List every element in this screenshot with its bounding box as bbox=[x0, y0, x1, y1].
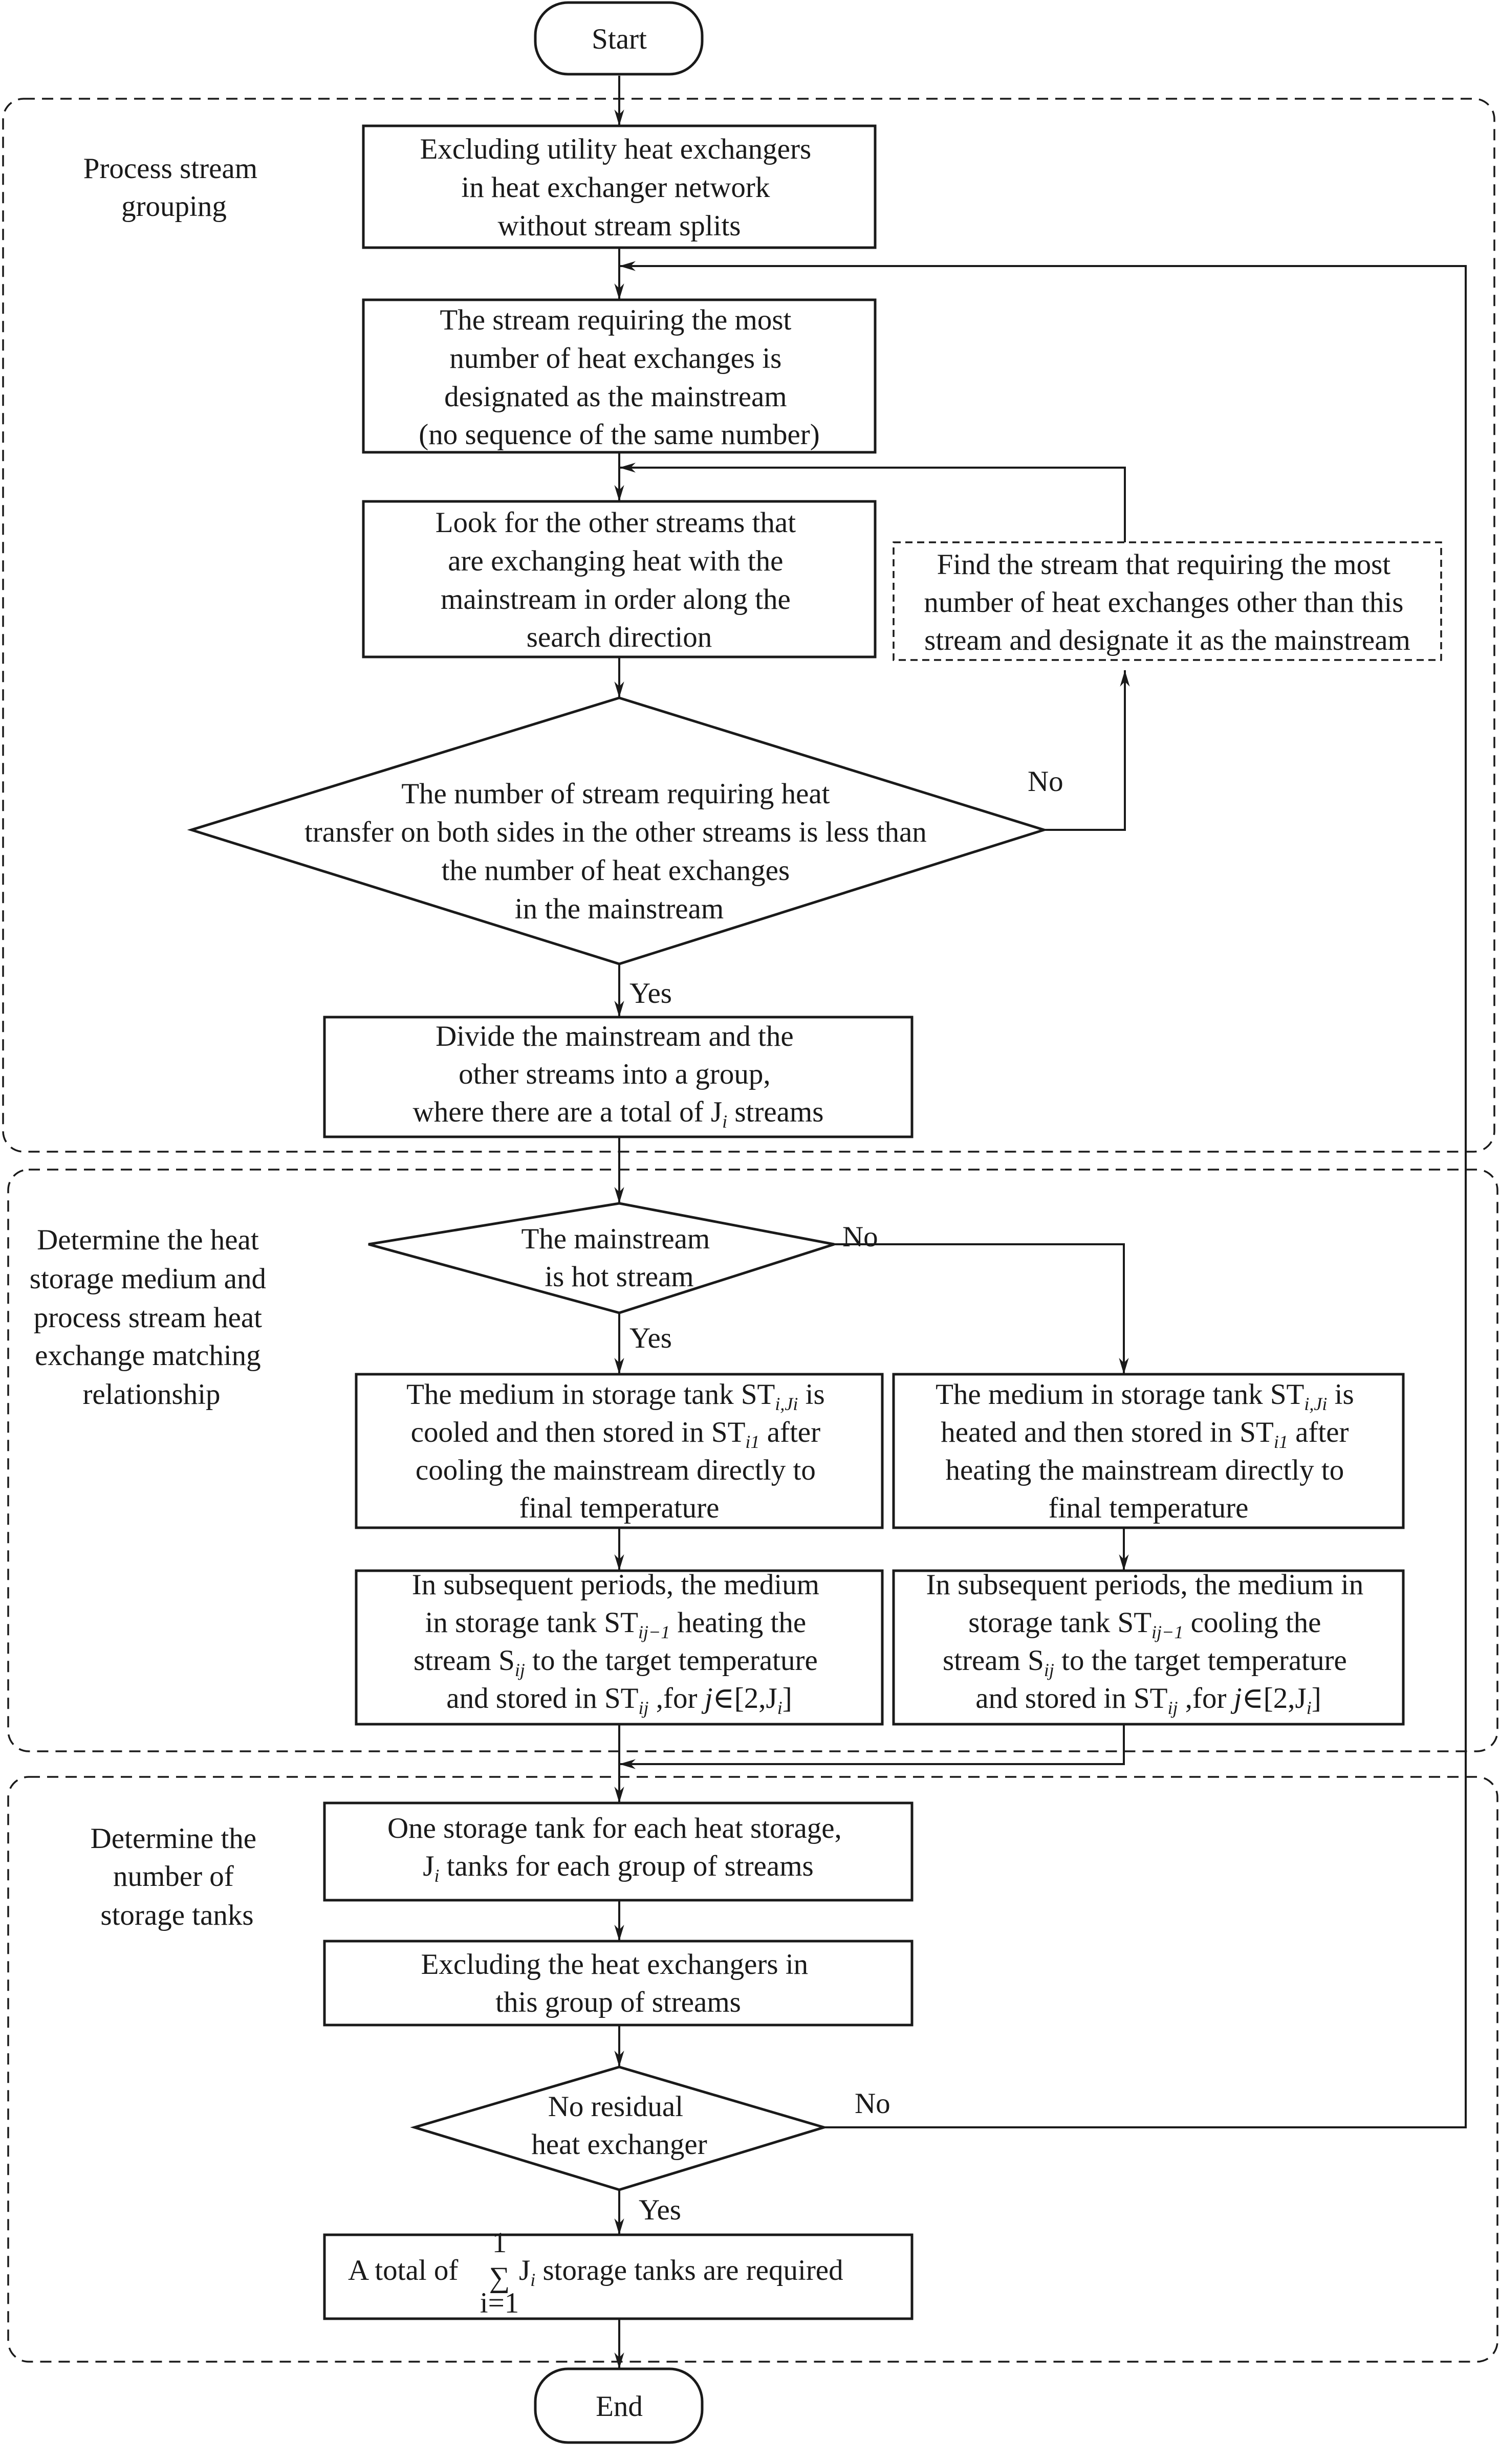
region-process-stream-grouping bbox=[2, 98, 1495, 1153]
label-d1-no: No bbox=[1028, 765, 1063, 798]
svg-text:Find the stream that requiring: Find the stream that requiring the most … bbox=[924, 548, 1410, 656]
label-d3-no: No bbox=[855, 2087, 890, 2120]
region-label-tanks: Determine the number of storage tanks bbox=[91, 1822, 264, 1931]
svg-text:In subsequent periods, the med: In subsequent periods, the medium in sto… bbox=[412, 1569, 827, 1718]
step-subsequent-heating: In subsequent periods, the medium in sto… bbox=[355, 1569, 884, 1726]
edge-d3-loop-to-n2-no bbox=[619, 261, 1467, 2128]
svg-text:∑: ∑ bbox=[489, 2261, 510, 2294]
region-heat-storage-matching bbox=[7, 1169, 1498, 1752]
svg-text:The medium in storage tank STi: The medium in storage tank STi,Ji is coo… bbox=[406, 1378, 832, 1524]
edge-d2-n7-no bbox=[834, 1243, 1129, 1374]
edge-d1-n4-no bbox=[1044, 670, 1130, 831]
decision-no-residual-heat-exchanger: No residual heat exchanger bbox=[410, 2065, 829, 2191]
step-exclude-group-heat-exchangers: Excluding the heat exchangers in this gr… bbox=[323, 1940, 914, 2027]
step-find-next-mainstream: Find the stream that requiring the most … bbox=[893, 541, 1442, 661]
edge-n4-loop-to-n3 bbox=[619, 463, 1126, 542]
label-d3-yes: Yes bbox=[639, 2194, 681, 2226]
svg-text:The medium in storage tank STi: The medium in storage tank STi,Ji is hea… bbox=[936, 1378, 1361, 1524]
start-node: Start bbox=[534, 1, 704, 76]
svg-text:In subsequent periods, the med: In subsequent periods, the medium in sto… bbox=[926, 1569, 1371, 1718]
svg-text:The stream requiring the most: The stream requiring the most number of … bbox=[419, 304, 819, 451]
step-designate-mainstream: The stream requiring the most number of … bbox=[362, 298, 877, 454]
svg-text:Divide the mainstream and the: Divide the mainstream and the other stre… bbox=[413, 1020, 824, 1132]
step-one-tank-per-storage: One storage tank for each heat storage, … bbox=[323, 1801, 914, 1902]
svg-text:The number of stream requiring: The number of stream requiring heat tran… bbox=[305, 778, 934, 925]
svg-text:End: End bbox=[596, 2390, 643, 2423]
label-d2-no: No bbox=[842, 1221, 878, 1253]
region-label-matching: Determine the heat storage medium and pr… bbox=[30, 1224, 273, 1411]
step-divide-into-group: Divide the mainstream and the other stre… bbox=[323, 1016, 914, 1138]
step-subsequent-cooling: In subsequent periods, the medium in sto… bbox=[892, 1569, 1405, 1726]
step-cool-and-store-hot: The medium in storage tank STi,Ji is coo… bbox=[355, 1373, 884, 1529]
svg-text:i=1: i=1 bbox=[480, 2287, 519, 2319]
svg-text:Ji storage tanks are required: Ji storage tanks are required bbox=[519, 2254, 843, 2290]
svg-text:One storage tank for each heat: One storage tank for each heat storage, … bbox=[387, 1812, 849, 1886]
svg-text:The mainstream is hot st: The mainstream is hot stream bbox=[521, 1223, 717, 1293]
step-look-for-other-streams: Look for the other streams that are exch… bbox=[362, 500, 877, 658]
step-exclude-utility-heat-exchangers: Excluding utility heat exchangers in hea… bbox=[362, 124, 877, 249]
label-d2-yes: Yes bbox=[629, 1322, 672, 1354]
svg-text:A total of: A total of bbox=[348, 2254, 458, 2286]
decision-mainstream-is-hot: The mainstream is hot stream bbox=[368, 1202, 835, 1314]
step-heat-and-store-cold: The medium in storage tank STi,Ji is hea… bbox=[892, 1373, 1405, 1529]
label-d1-yes: Yes bbox=[629, 977, 672, 1009]
svg-text:Excluding utility heat exchang: Excluding utility heat exchangers in hea… bbox=[420, 133, 819, 242]
svg-text:Look for the other streams tha: Look for the other streams that are exch… bbox=[436, 507, 803, 653]
step-total-storage-tanks: A total of 1 ∑ i=1 Ji storage tanks are … bbox=[323, 2227, 914, 2320]
region-storage-tank-count bbox=[7, 1776, 1498, 2363]
region-label-grouping: Process stream grouping bbox=[83, 152, 265, 223]
svg-text:No residual heat exchang: No residual heat exchanger bbox=[531, 2091, 707, 2161]
decision-stream-count-comparison: The number of stream requiring heat tran… bbox=[187, 696, 1049, 965]
end-node: End bbox=[534, 2367, 704, 2444]
edge-n9-merge bbox=[619, 1724, 1125, 1769]
svg-text:Excluding the heat exchangers: Excluding the heat exchangers in this gr… bbox=[421, 1948, 816, 2018]
svg-text:1: 1 bbox=[492, 2227, 507, 2259]
svg-text:Start: Start bbox=[592, 23, 647, 55]
